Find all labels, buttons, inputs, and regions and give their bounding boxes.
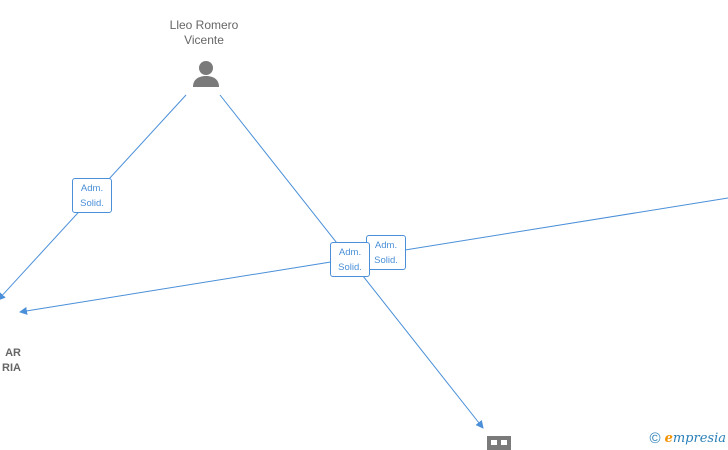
edge-label-line2: Solid. <box>338 261 362 273</box>
building-icon[interactable] <box>487 436 511 450</box>
edge-label-line2: Solid. <box>374 254 398 266</box>
empresia-watermark: © empresia <box>650 430 726 447</box>
edge-label-right-left: Adm. Solid. <box>366 235 406 270</box>
edge-label-line1: Adm. <box>338 246 362 258</box>
brand-logo: empresia <box>664 431 726 446</box>
copyright-symbol: © <box>649 430 661 447</box>
edge-label-line1: Adm. <box>80 182 104 194</box>
edge-label-line2: Solid. <box>80 197 104 209</box>
left-company-label[interactable]: AR RIA <box>2 347 21 374</box>
edge-label-person-bottom: Adm. Solid. <box>330 242 370 277</box>
person-node-label[interactable]: Lleo Romero Vicente <box>169 18 239 47</box>
edge-label-person-left: Adm. Solid. <box>72 178 112 213</box>
edge-label-line1: Adm. <box>374 239 398 251</box>
person-icon[interactable] <box>193 61 219 87</box>
